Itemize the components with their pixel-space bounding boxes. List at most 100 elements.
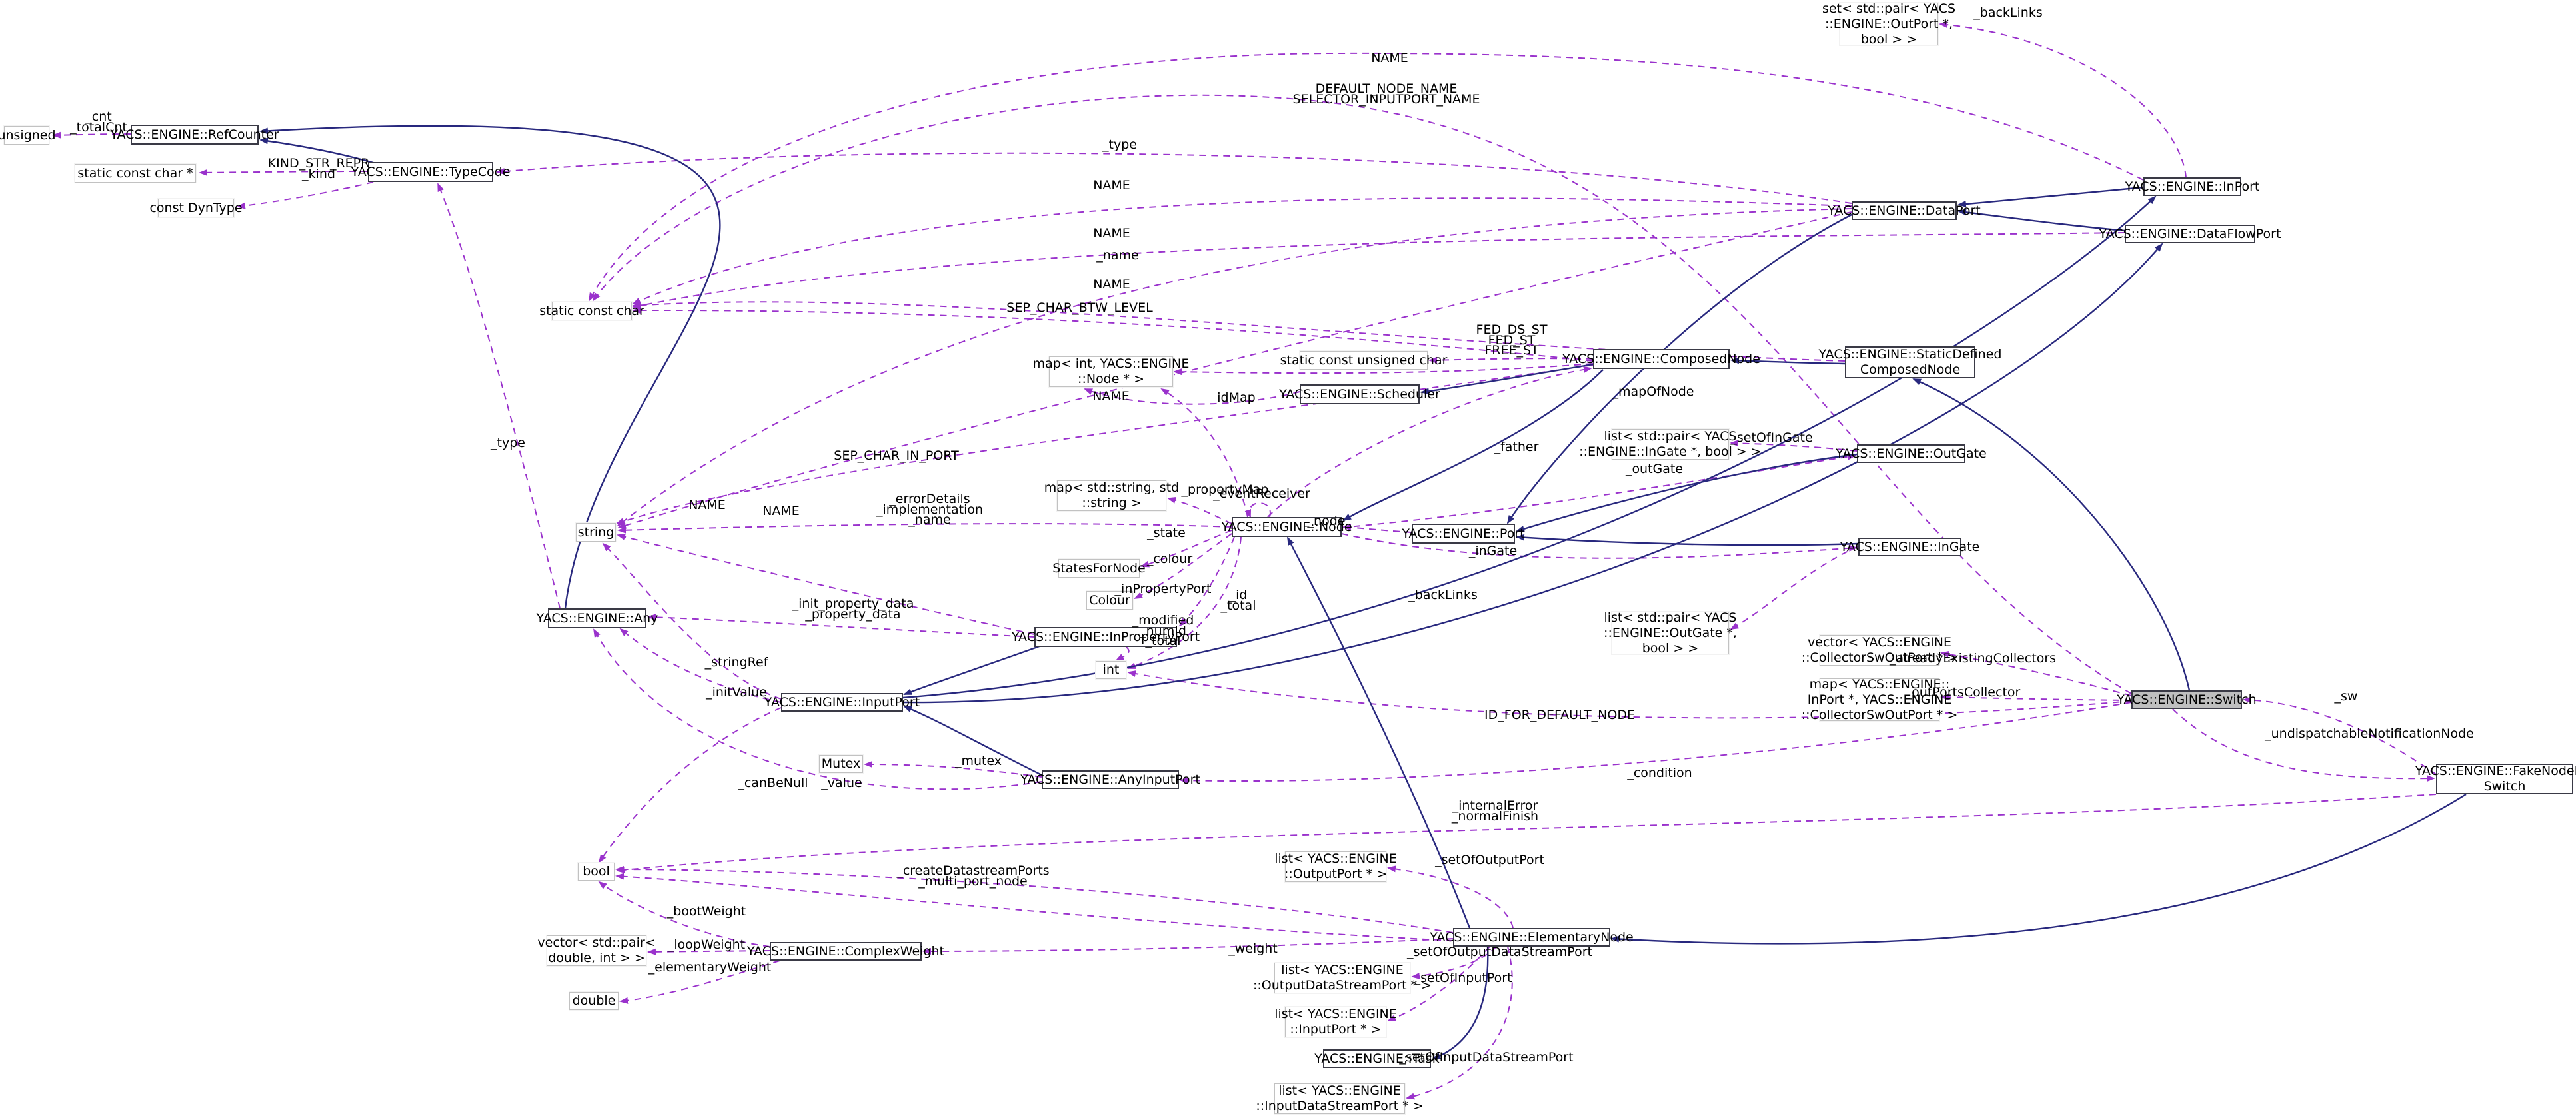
usage-edge: [647, 614, 1035, 638]
class-box-ingate[interactable]: YACS::ENGINE::InGate: [1840, 538, 1979, 556]
inheritance-edge: [903, 705, 1042, 776]
edge-label-stringref: _stringRef: [705, 656, 768, 668]
edge-label-weight: _weight: [1228, 943, 1278, 955]
class-box-switch[interactable]: YACS::ENGINE::Switch: [2117, 690, 2257, 709]
class-box-static-const-char: static const char: [539, 302, 644, 320]
class-box-label: double, int > >: [548, 951, 645, 965]
class-box-typecode[interactable]: YACS::ENGINE::TypeCode: [351, 162, 510, 182]
edge-label-line: SELECTOR_INPUTPORT_NAME: [1292, 91, 1480, 107]
edge-label-line: _backLinks: [1408, 588, 1478, 602]
edge-label-NAME-top: NAME: [1371, 52, 1408, 64]
edge-label-outportscollector: _outPortsCollector: [1906, 686, 2021, 698]
class-box-string: string: [576, 523, 616, 542]
class-box-label: map< int, YACS::ENGINE: [1032, 356, 1190, 371]
class-box-colour: Colour: [1086, 591, 1133, 610]
edge-label-line: _property_data: [805, 606, 901, 622]
class-box-outgate[interactable]: YACS::ENGINE::OutGate: [1836, 444, 1987, 463]
class-box-label: vector< YACS::ENGINE: [1808, 635, 1951, 650]
class-box-composednode[interactable]: YACS::ENGINE::ComposedNode: [1562, 349, 1760, 369]
edge-label-line: _setOfInputPort: [1414, 971, 1512, 985]
class-box-label: YACS::ENGINE::InGate: [1840, 539, 1980, 554]
class-box-map-string-string: map< std::string, std::string >: [1044, 480, 1179, 511]
class-box-label: ::OutputPort * >: [1284, 867, 1387, 881]
inheritance-edge: [1342, 369, 1604, 522]
usage-edge: [1406, 946, 1513, 1100]
usage-edge: [1341, 533, 1858, 559]
edge-label-backLinks-top: _backLinks: [1973, 7, 2042, 19]
edge-label-line: _elementaryWeight: [648, 960, 772, 975]
class-box-vector-pair-double-int: vector< std::pair<double, int > >: [537, 935, 656, 966]
edge-label-line: _name: [908, 512, 951, 527]
usage-edge: [237, 181, 374, 209]
class-box-inpropertyport[interactable]: YACS::ENGINE::InPropertyPort: [1012, 627, 1200, 647]
class-box-complexweight[interactable]: YACS::ENGINE::ComplexWeight: [747, 942, 944, 961]
edge-label-line: _bootWeight: [666, 904, 746, 919]
inheritance-edge: [902, 243, 2163, 704]
class-box-label: YACS::ENGINE::Any: [536, 610, 658, 626]
edge-label-line: FREE_ST: [1484, 343, 1539, 358]
class-box-list-pair-outgate-bool: list< std::pair< YACS::ENGINE::OutGate *…: [1604, 610, 1737, 656]
edge-label-outgate-label: _outGate: [1626, 463, 1683, 475]
class-box-refcounter[interactable]: YACS::ENGINE::RefCounter: [110, 125, 279, 145]
class-box-scheduler[interactable]: YACS::ENGINE::Scheduler: [1279, 384, 1440, 404]
usage-edge: [864, 761, 1042, 778]
usage-edge: [632, 306, 1594, 362]
class-box-label: YACS::ENGINE::InputPort: [764, 694, 920, 710]
edge-label-line: _sw: [2334, 689, 2358, 704]
edge-label-sw: _sw: [2334, 689, 2358, 704]
edge-label-line: NAME: [1093, 178, 1130, 193]
edge-label-line: _propertyMap: [1181, 482, 1269, 497]
edge-label-line: _loopWeight: [667, 937, 746, 952]
class-box-fakenodeforswitch[interactable]: YACS::ENGINE::FakeNodeForSwitch: [2415, 764, 2576, 794]
class-box-port[interactable]: YACS::ENGINE::Port: [1402, 524, 1525, 544]
class-box-inport[interactable]: YACS::ENGINE::InPort: [2125, 177, 2259, 196]
edge-label-line: _mapOfNode: [1612, 384, 1694, 399]
usage-edge: [617, 208, 1852, 527]
usage-edge: [632, 232, 2125, 309]
class-box-static-const-unsigned-char: static const unsigned char: [1280, 351, 1447, 370]
usage-edge: [1115, 646, 1130, 661]
class-box-label: YACS::ENGINE::Node: [1221, 519, 1352, 534]
class-box-inputport[interactable]: YACS::ENGINE::InputPort: [764, 693, 920, 712]
class-box-any[interactable]: YACS::ENGINE::Any: [537, 608, 658, 628]
edge-label-line: idMap: [1217, 390, 1256, 405]
edge-label-line: _setOfOutputPort: [1435, 853, 1544, 867]
class-box-label: Colour: [1089, 592, 1130, 608]
edge-label-name-member: _name: [1096, 249, 1138, 261]
edge-label-line: _internalError: [1452, 798, 1538, 813]
class-box-label: YACS::ENGINE::AnyInputPort: [1020, 772, 1200, 787]
inheritance-edge: [1957, 186, 2144, 208]
class-box-node[interactable]: YACS::ENGINE::Node: [1221, 517, 1352, 537]
edge-label-loopweight: _loopWeight: [667, 937, 746, 952]
class-box-dataport[interactable]: YACS::ENGINE::DataPort: [1828, 201, 1981, 220]
class-box-static-const-char-ptr: static const char *: [75, 164, 196, 183]
class-box-task[interactable]: YACS::ENGINE::Task: [1314, 1049, 1440, 1068]
class-box-elementarynode[interactable]: YACS::ENGINE::ElementaryNode: [1430, 928, 1634, 947]
class-box-unsigned: unsigned: [0, 126, 56, 145]
edge-label-setofinputport: _setOfInputPort: [1414, 971, 1512, 985]
edge-label-line: _setOfInputDataStreamPort: [1399, 1050, 1574, 1065]
edge-label-line: NAME: [1093, 226, 1130, 241]
usage-edge: [1411, 946, 1497, 979]
edge-label-setofingate: _setOfInGate: [1730, 432, 1812, 444]
edge-label-init-property-data: _init_property_data_property_data: [792, 598, 914, 622]
usage-edge: [616, 794, 2437, 873]
class-box-label: const DynType: [149, 200, 243, 215]
edge-label-line: _type: [1102, 137, 1137, 152]
class-box-dataflowport[interactable]: YACS::ENGINE::DataFlowPort: [2099, 225, 2281, 243]
edge-label-setofoutputdatastreamport: _setOfOutputDataStreamPort: [1407, 946, 1592, 958]
edge-label-line: _modified: [1132, 613, 1194, 628]
edge-label-type-2: _type: [491, 437, 525, 449]
class-box-anyinputport[interactable]: YACS::ENGINE::AnyInputPort: [1020, 770, 1200, 789]
edge-label-backlinks-2: _backLinks: [1408, 588, 1478, 602]
class-box-label: ::ENGINE::InGate *, bool > >: [1579, 444, 1762, 459]
edge-label-sep-char-btw-level: SEP_CHAR_BTW_LEVEL: [1006, 302, 1152, 314]
class-box-label: ::InputPort * >: [1290, 1022, 1382, 1037]
edge-label-canbenull: _canBeNull: [738, 777, 808, 789]
edge-label-alreadyexistingcollectors: _alreadyExistingCollectors: [1890, 652, 2056, 664]
usage-edge: [598, 881, 770, 947]
